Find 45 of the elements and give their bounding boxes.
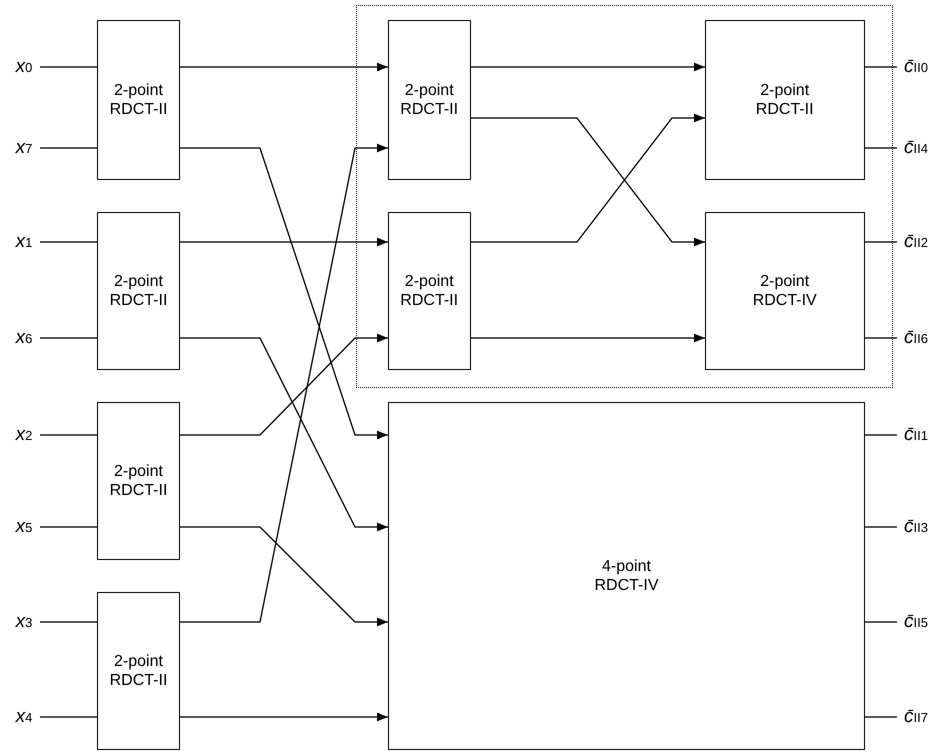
connector-line (40, 621, 97, 623)
transform-block (97, 402, 180, 560)
connector-line (865, 526, 897, 528)
block-label: 2-point RDCT-II (108, 81, 168, 119)
connector-line (40, 526, 97, 528)
arrow (180, 144, 388, 623)
connector-line (865, 716, 897, 718)
transform-block (704, 212, 865, 370)
block-label: 2-point RDCT-II (754, 80, 815, 119)
arrow (471, 334, 705, 342)
connector-line (40, 434, 97, 436)
connector-line (865, 434, 897, 436)
arrow (180, 334, 388, 436)
transform-block (388, 402, 865, 750)
block-label: 2-point RDCT-II (108, 652, 168, 690)
connector-line (40, 147, 97, 149)
arrow (180, 62, 388, 72)
block-label: 2-point RDCT-II (399, 272, 460, 310)
transform-block (704, 20, 865, 180)
transform-block (388, 20, 471, 180)
transform-block (97, 20, 180, 180)
block-label: 2-point RDCT-II (108, 462, 168, 500)
block-label: 2-point RDCT-II (399, 80, 460, 119)
transform-block (388, 212, 471, 370)
block-label: 2-point RDCT-II (108, 272, 168, 310)
connector-line (865, 621, 897, 623)
arrow (180, 712, 388, 722)
transform-block (97, 592, 180, 750)
arrow (180, 147, 388, 440)
dotted-group-box (356, 5, 893, 388)
block-label: 2-point RDCT-IV (752, 272, 818, 310)
connector-line (40, 337, 97, 339)
arrow (471, 62, 705, 72)
connector-line (40, 241, 97, 243)
block-label: 4-point RDCT-IV (594, 557, 660, 595)
connector-line (40, 66, 97, 68)
arrow (180, 238, 388, 246)
arrow (180, 526, 388, 626)
arrow (180, 337, 388, 532)
connector-line (865, 241, 897, 243)
connector-line (865, 147, 897, 149)
transform-block (97, 212, 180, 370)
connector-line (40, 716, 97, 718)
connector-line (865, 66, 897, 68)
connector-line (865, 337, 897, 339)
